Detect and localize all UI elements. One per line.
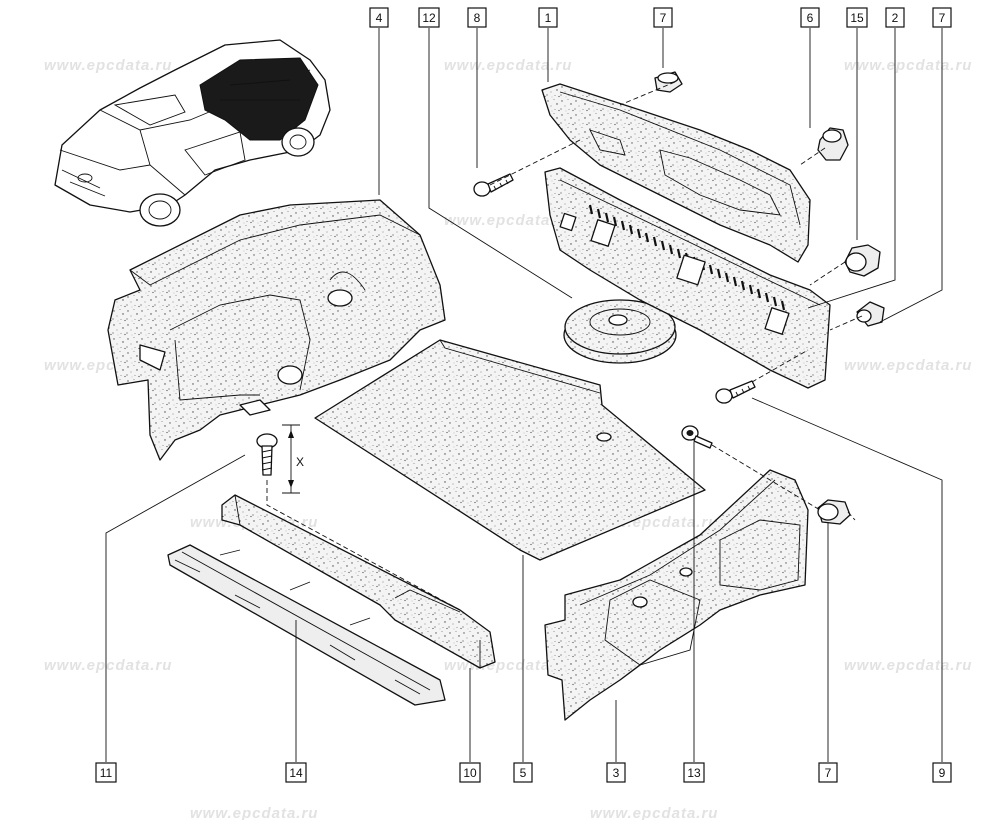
part-12-spare-wheel-insert bbox=[563, 299, 677, 364]
watermark-text: www.epcdata.ru bbox=[190, 805, 318, 820]
assembly-lines bbox=[266, 81, 863, 611]
callout-9: 9 bbox=[932, 762, 952, 783]
callout-5: 5 bbox=[513, 762, 533, 783]
part-5-trunk-floor-mat bbox=[314, 339, 706, 561]
callout-label: 9 bbox=[939, 766, 946, 780]
callout-label: 7 bbox=[825, 766, 832, 780]
locator-car-illustration bbox=[54, 39, 331, 227]
part-4-left-side-trim bbox=[107, 199, 446, 461]
callout-11: 11 bbox=[95, 762, 117, 783]
callout-label: 7 bbox=[660, 11, 667, 25]
callout-6: 6 bbox=[800, 7, 820, 28]
fastener-9-screw bbox=[715, 380, 756, 404]
callout-8: 8 bbox=[467, 7, 487, 28]
fastener-8-screw bbox=[473, 173, 514, 197]
callout-7: 7 bbox=[932, 7, 952, 28]
fastener-7-clip-lower bbox=[817, 499, 851, 525]
callout-4: 4 bbox=[369, 7, 389, 28]
callout-1: 1 bbox=[538, 7, 558, 28]
fastener-15-clip bbox=[844, 244, 881, 277]
fastener-6-clip bbox=[817, 127, 849, 161]
callout-15: 15 bbox=[846, 7, 868, 28]
callout-label: 6 bbox=[807, 11, 814, 25]
part-10-sill-trim bbox=[221, 494, 496, 669]
callout-label: 5 bbox=[520, 766, 527, 780]
dimension-x: X bbox=[282, 424, 304, 494]
callout-7: 7 bbox=[653, 7, 673, 28]
part-3-right-side-trim bbox=[544, 469, 809, 721]
fastener-13-screw bbox=[681, 425, 713, 449]
fastener-7-clip-right bbox=[856, 301, 885, 327]
watermark-text: www.epcdata.ru bbox=[444, 57, 572, 74]
callout-10: 10 bbox=[459, 762, 481, 783]
watermark-text: www.epcdata.ru bbox=[844, 57, 972, 74]
watermark-text: www.epcdata.ru bbox=[844, 357, 972, 374]
callout-label: 3 bbox=[613, 766, 620, 780]
callout-label: 15 bbox=[850, 11, 864, 25]
part-14-sill-bracket bbox=[167, 544, 446, 706]
part-2-rear-panel-trim bbox=[544, 167, 831, 389]
part-1-upper-rear-trim bbox=[541, 83, 811, 263]
dimension-label: X bbox=[296, 455, 304, 469]
watermark-text: www.epcdata.ru bbox=[590, 805, 718, 820]
callout-label: 2 bbox=[892, 11, 899, 25]
fastener-7-clip-top bbox=[654, 71, 683, 93]
callout-label: 11 bbox=[100, 766, 113, 780]
callout-label: 10 bbox=[463, 766, 477, 780]
watermark-text: www.epcdata.ru bbox=[44, 57, 172, 74]
callout-13: 13 bbox=[683, 762, 705, 783]
callout-12: 12 bbox=[418, 7, 440, 28]
callout-7: 7 bbox=[818, 762, 838, 783]
watermark-text: www.epcdata.ru bbox=[844, 657, 972, 674]
callout-14: 14 bbox=[285, 762, 307, 783]
leader-lines bbox=[105, 28, 943, 762]
callout-3: 3 bbox=[606, 762, 626, 783]
callout-label: 12 bbox=[422, 11, 436, 25]
callout-label: 8 bbox=[474, 11, 481, 25]
callout-label: 14 bbox=[289, 766, 303, 780]
watermark-text: www.epcdata.ru bbox=[444, 212, 572, 229]
fastener-11-screw bbox=[256, 433, 278, 476]
watermark-text: www.epcdata.ru bbox=[44, 657, 172, 674]
callout-2: 2 bbox=[885, 7, 905, 28]
callout-label: 7 bbox=[939, 11, 946, 25]
callout-label: 1 bbox=[545, 11, 552, 25]
callout-label: 13 bbox=[687, 766, 701, 780]
callout-label: 4 bbox=[376, 11, 383, 25]
